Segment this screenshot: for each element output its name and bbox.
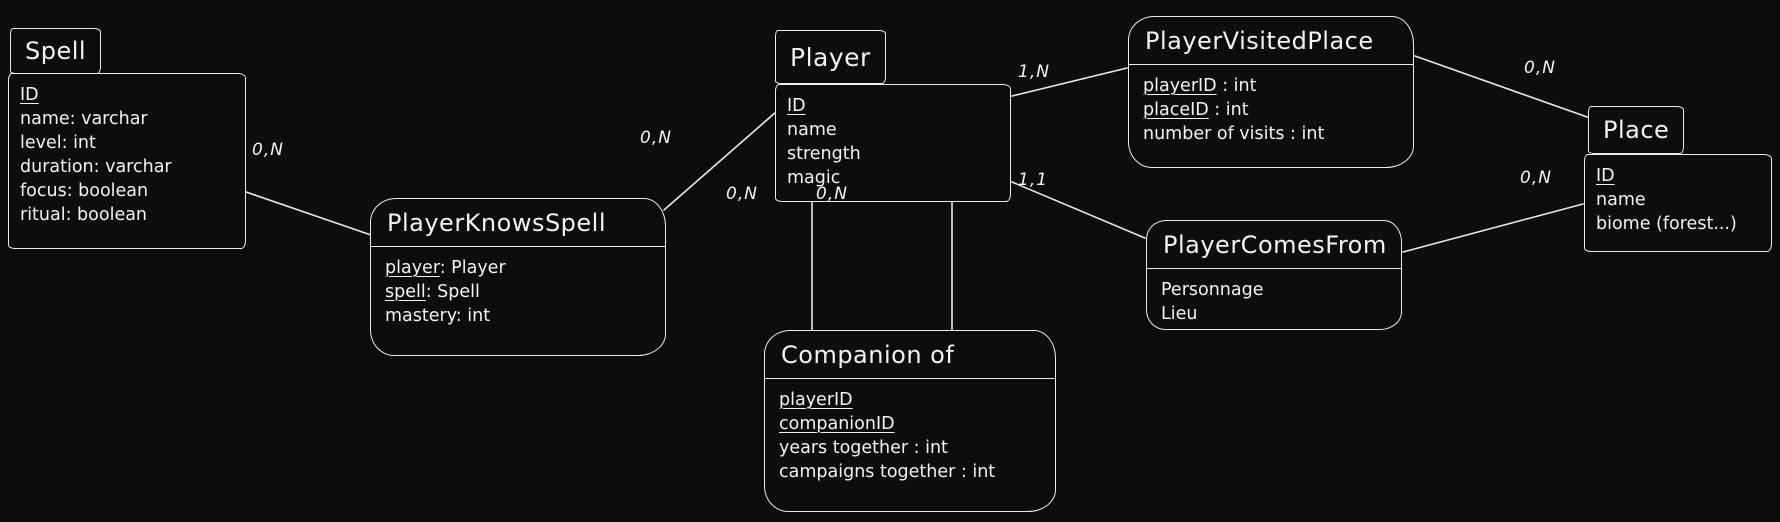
relationship-title: PlayerVisitedPlace	[1129, 17, 1413, 65]
relationship-playervisitedplace[interactable]: PlayerVisitedPlace playerID : int placeI…	[1128, 16, 1414, 168]
attribute-rest: : Player	[439, 258, 506, 278]
attribute-row: magic	[787, 166, 999, 190]
relationship-title: PlayerKnowsSpell	[371, 199, 665, 247]
attribute-key: ID	[1596, 166, 1615, 186]
attribute-row: ID	[787, 94, 999, 118]
attribute-rest: Lieu	[1161, 304, 1198, 324]
relationship-playercomesfrom[interactable]: PlayerComesFrom Personnage Lieu	[1146, 220, 1402, 330]
attribute-key: playerID	[779, 390, 853, 410]
attribute-rest: name	[787, 120, 837, 140]
entity-place-title[interactable]: Place	[1588, 106, 1685, 154]
cardinality-label-player-visitedplace[interactable]: 1,N	[1018, 62, 1050, 82]
attribute-rest: years together : int	[779, 438, 948, 458]
relationship-attributes: playerID companionID years together : in…	[765, 379, 1055, 493]
attribute-key: spell	[385, 282, 426, 302]
attribute-row: campaigns together : int	[779, 460, 1041, 484]
attribute-row: duration: varchar	[20, 155, 234, 179]
attribute-rest: mastery: int	[385, 306, 491, 326]
relationship-attributes: Personnage Lieu	[1147, 269, 1401, 335]
attribute-rest: magic	[787, 168, 841, 188]
attribute-row: name	[1596, 188, 1760, 212]
cardinality-label-visitedplace-place[interactable]: 0,N	[1524, 58, 1556, 78]
entity-player[interactable]: ID name strength magic	[775, 84, 1011, 202]
attribute-rest: Personnage	[1161, 280, 1264, 300]
entity-player-title[interactable]: Player	[775, 30, 886, 84]
cardinality-label-spell-knowsspell[interactable]: 0,N	[252, 140, 284, 160]
attribute-row: level: int	[20, 131, 234, 155]
attribute-row: ID	[1596, 164, 1760, 188]
attribute-row: mastery: int	[385, 304, 651, 328]
connector-playervisitedplace-place[interactable]	[1414, 55, 1591, 119]
relationship-playerknowsspell[interactable]: PlayerKnowsSpell player: Player spell: S…	[370, 198, 666, 356]
connector-player-playercomesfrom[interactable]	[1011, 181, 1146, 239]
connector-player-playervisitedplace[interactable]	[1011, 67, 1128, 97]
attribute-rest: level: int	[20, 133, 96, 153]
attribute-row: Personnage	[1161, 278, 1387, 302]
attribute-row: name	[787, 118, 999, 142]
attribute-row: spell: Spell	[385, 280, 651, 304]
cardinality-label-player-knowsspell[interactable]: 0,N	[640, 128, 672, 148]
attribute-row: player: Player	[385, 256, 651, 280]
cardinality-label-companion-left[interactable]: 0,N	[726, 184, 758, 204]
attribute-row: placeID : int	[1143, 98, 1399, 122]
attribute-rest: focus: boolean	[20, 181, 149, 201]
attribute-row: focus: boolean	[20, 179, 234, 203]
attribute-key: ID	[20, 85, 39, 105]
attribute-rest: campaigns together : int	[779, 462, 996, 482]
relationship-attributes: player: Player spell: Spell mastery: int	[371, 247, 665, 337]
connector-playercomesfrom-place[interactable]	[1402, 203, 1584, 253]
attribute-row: companionID	[779, 412, 1041, 436]
attribute-row: ritual: boolean	[20, 203, 234, 227]
attribute-rest: duration: varchar	[20, 157, 172, 177]
attribute-rest: name: varchar	[20, 109, 148, 129]
attribute-rest: ritual: boolean	[20, 205, 148, 225]
connector-spell-playerknowsspell[interactable]	[245, 191, 372, 236]
attribute-row: strength	[787, 142, 999, 166]
attribute-key: companionID	[779, 414, 895, 434]
attribute-rest: : Spell	[425, 282, 480, 302]
attribute-rest: name	[1596, 190, 1646, 210]
entity-place[interactable]: ID name biome (forest...)	[1584, 154, 1772, 252]
cardinality-label-comesfrom-place[interactable]: 0,N	[1520, 168, 1552, 188]
attribute-row: ID	[20, 83, 234, 107]
attribute-row: number of visits : int	[1143, 122, 1399, 146]
relationship-companionof[interactable]: Companion of playerID companionID years …	[764, 330, 1056, 512]
entity-spell[interactable]: ID name: varchar level: int duration: va…	[8, 73, 246, 249]
attribute-key: ID	[787, 96, 806, 116]
attribute-row: name: varchar	[20, 107, 234, 131]
attribute-rest: : int	[1216, 76, 1257, 96]
attribute-rest: : int	[1208, 100, 1249, 120]
attribute-row: playerID	[779, 388, 1041, 412]
attribute-key: player	[385, 258, 440, 278]
attribute-rest: strength	[787, 144, 861, 164]
entity-spell-title[interactable]: Spell	[10, 28, 102, 74]
attribute-key: placeID	[1143, 100, 1209, 120]
relationship-title: Companion of	[765, 331, 1055, 379]
attribute-row: playerID : int	[1143, 74, 1399, 98]
connector-playerknowsspell-player[interactable]	[663, 111, 777, 211]
relationship-attributes: playerID : int placeID : int number of v…	[1129, 65, 1413, 155]
attribute-row: Lieu	[1161, 302, 1387, 326]
cardinality-label-player-comesfrom[interactable]: 1,1	[1018, 170, 1049, 190]
attribute-row: years together : int	[779, 436, 1041, 460]
attribute-row: biome (forest...)	[1596, 212, 1760, 236]
cardinality-label-companion-right[interactable]: 0,N	[816, 184, 848, 204]
attribute-rest: biome (forest...)	[1596, 214, 1737, 234]
attribute-key: playerID	[1143, 76, 1217, 96]
relationship-title: PlayerComesFrom	[1147, 221, 1401, 269]
attribute-rest: number of visits : int	[1143, 124, 1325, 144]
